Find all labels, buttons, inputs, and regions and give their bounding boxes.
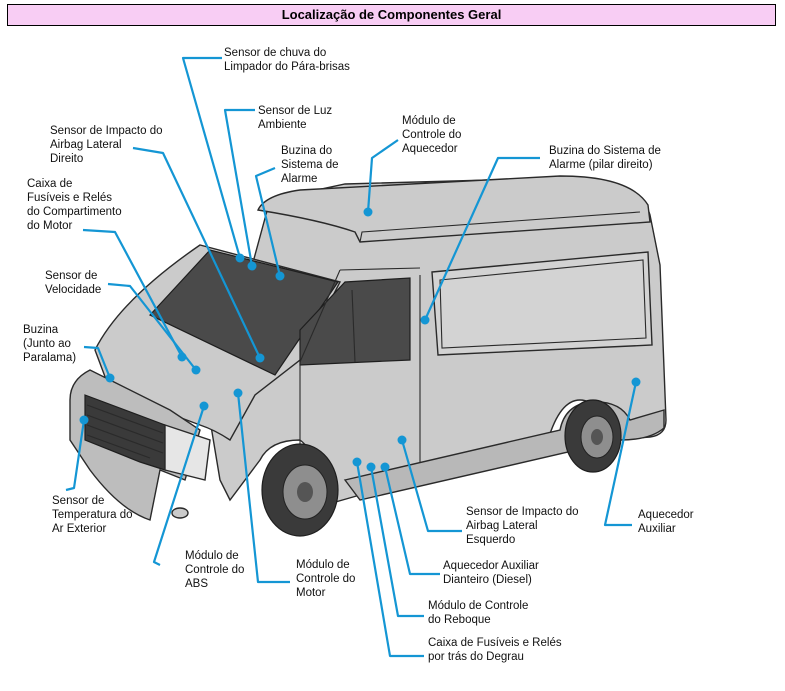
page-title: Localização de Componentes Geral: [7, 4, 776, 26]
label-line: Ar Exterior: [52, 523, 106, 535]
label-alarm-horn-pillar: Buzina do Sistema de Alarme (pilar direit…: [549, 145, 661, 171]
label-line: Controle do: [402, 129, 461, 141]
marker-step-fuse-box: [352, 457, 362, 467]
marker-outside-temp-sensor: [79, 415, 89, 425]
marker-alarm-horn: [275, 271, 285, 281]
label-line: Fusíveis e Relés: [27, 192, 112, 204]
label-line: Caixa de Fusíveis e Relés: [428, 637, 562, 649]
label-outside-temp-sensor: Sensor de Temperatura do Ar Exterior: [52, 495, 133, 535]
label-line: por trás do Degrau: [428, 651, 524, 663]
label-line: Auxiliar: [638, 523, 676, 535]
leader-lines: [65, 56, 641, 658]
label-line: Módulo de: [185, 550, 239, 562]
label-speed-sensor: Sensor de Velocidade: [45, 270, 101, 296]
label-line: Motor: [296, 587, 326, 599]
label-line: Controle do: [185, 564, 244, 576]
front-grille: [84, 394, 166, 471]
label-line: Esquerdo: [466, 534, 515, 546]
label-line: Sensor de chuva do: [224, 47, 326, 59]
label-line: Ambiente: [258, 119, 307, 131]
label-line: Aquecedor Auxiliar: [443, 560, 539, 572]
marker-trailer-module: [366, 462, 376, 472]
marker-left-airbag-sensor: [397, 435, 407, 445]
label-step-fuse-box: Caixa de Fusíveis e Relés por trás do Deg…: [428, 637, 562, 663]
label-line: Controle do: [296, 573, 355, 585]
label-line: Módulo de: [402, 115, 456, 127]
label-line: Sistema de: [281, 159, 339, 171]
label-line: Temperatura do: [52, 509, 133, 521]
marker-horn: [105, 373, 115, 383]
front-wheel: [261, 443, 339, 537]
label-line: Sensor de Impacto do: [50, 125, 163, 137]
label-line: (Junto ao: [23, 338, 71, 350]
label-line: Buzina: [23, 324, 59, 336]
label-heater-module: Módulo de Controle do Aquecedor: [402, 115, 461, 155]
label-line: Sensor de Luz: [258, 105, 332, 117]
label-line: Sensor de: [45, 270, 97, 282]
label-line: Caixa de: [27, 178, 72, 190]
label-line: Paralama): [23, 352, 76, 364]
component-labels: Sensor de chuva do Limpador do Pára-brisa…: [23, 47, 694, 663]
label-line: Sensor de: [52, 495, 104, 507]
label-line: Módulo de: [296, 559, 350, 571]
marker-rain-sensor: [235, 253, 245, 263]
marker-speed-sensor: [191, 365, 201, 375]
label-engine-module: Módulo de Controle do Motor: [296, 559, 355, 599]
label-line: Direito: [50, 153, 83, 165]
label-rain-sensor: Sensor de chuva do Limpador do Pára-brisa…: [224, 47, 350, 73]
marker-heater-module: [363, 207, 373, 217]
label-line: Alarme: [281, 173, 317, 185]
label-line: Sensor de Impacto do: [466, 506, 579, 518]
label-line: Buzina do: [281, 145, 332, 157]
marker-right-airbag-sensor: [255, 353, 265, 363]
label-line: do Motor: [27, 220, 73, 232]
label-line: ABS: [185, 578, 208, 590]
label-line: Airbag Lateral: [50, 139, 122, 151]
label-line: Dianteiro (Diesel): [443, 574, 532, 586]
headlight: [164, 424, 211, 481]
label-trailer-module: Módulo de Controle do Reboque: [428, 600, 528, 626]
marker-engine-module: [233, 388, 243, 398]
marker-light-sensor: [247, 261, 257, 271]
label-line: Módulo de Controle: [428, 600, 528, 612]
van-illustration: [69, 175, 667, 537]
label-line: Buzina do Sistema de: [549, 145, 661, 157]
label-horn: Buzina (Junto ao Paralama): [23, 324, 76, 364]
marker-aux-heater-front: [380, 462, 390, 472]
label-line: Aquecedor: [402, 143, 458, 155]
label-line: Aquecedor: [638, 509, 694, 521]
rear-wheel: [564, 399, 622, 473]
front-door-window: [299, 277, 411, 366]
label-line: do Reboque: [428, 614, 491, 626]
marker-aux-heater-rear: [631, 377, 641, 387]
label-alarm-horn: Buzina do Sistema de Alarme: [281, 145, 339, 185]
label-line: Limpador do Pára-brisas: [224, 61, 350, 73]
label-line: Alarme (pilar direito): [549, 159, 653, 171]
label-line: do Compartimento: [27, 206, 122, 218]
label-line: Airbag Lateral: [466, 520, 538, 532]
label-line: Velocidade: [45, 284, 101, 296]
label-abs-module: Módulo de Controle do ABS: [185, 550, 244, 590]
marker-abs-module: [199, 401, 209, 411]
label-engine-fuse-box: Caixa de Fusíveis e Relés do Compartimento…: [27, 178, 122, 232]
windshield: [149, 249, 339, 376]
marker-alarm-horn-pillar: [420, 315, 430, 325]
